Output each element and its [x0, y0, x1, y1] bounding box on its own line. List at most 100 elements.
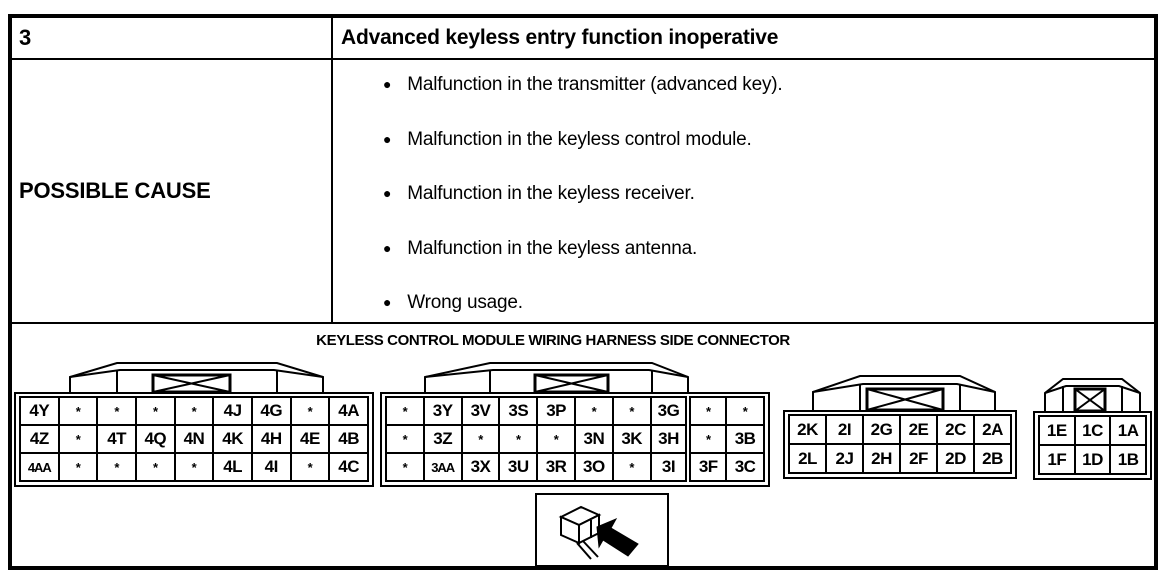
pin-cell-3H: 3H [649, 424, 690, 454]
pin-cell-unused: * [385, 424, 425, 454]
pin-cell-3Z: 3Z [422, 424, 463, 454]
pin-cell-1D: 1D [1073, 444, 1112, 475]
connector-keying-slot-icon [1044, 378, 1141, 411]
pin-cell-2L: 2L [788, 443, 827, 474]
pin-cell-1E: 1E [1038, 415, 1076, 446]
pin-cell-1F: 1F [1038, 444, 1076, 475]
connector-with-arrow-icon [558, 505, 639, 560]
pin-cell-4H: 4H [250, 424, 292, 454]
cause-item: Wrong usage. [383, 292, 782, 314]
symptom-title-cell: Advanced keyless entry function inoperat… [333, 18, 1154, 58]
pin-cell-4Q: 4Q [134, 424, 176, 454]
pin-cell-4I: 4I [250, 452, 292, 482]
pin-cell-unused: * [385, 452, 425, 482]
pin-cell-unused: * [611, 452, 652, 482]
pin-cell-4A: 4A [328, 396, 369, 426]
possible-cause-row: POSSIBLE CAUSE Malfunction in the transm… [12, 60, 1154, 324]
connector-keying-slot-icon [424, 362, 689, 392]
pin-cell-unused: * [685, 396, 728, 426]
connector-diagram-section: KEYLESS CONTROL MODULE WIRING HARNESS SI… [12, 324, 1154, 567]
pin-cell-4AA: 4AA [19, 452, 60, 482]
pin-cell-3N: 3N [573, 424, 614, 454]
cause-list-cell: Malfunction in the transmitter (advanced… [333, 60, 1154, 322]
pin-cell-3F: 3F [685, 452, 728, 482]
pin-cell-4Y: 4Y [19, 396, 60, 426]
pin-cell-4B: 4B [328, 424, 369, 454]
pin-cell-unused: * [96, 396, 137, 426]
pin-cell-unused: * [173, 452, 215, 482]
pin-cell-4G: 4G [250, 396, 292, 426]
pin-cell-2D: 2D [936, 443, 975, 474]
item-number: 3 [19, 25, 32, 50]
pin-cell-unused: * [611, 396, 652, 426]
pin-cell-4Z: 4Z [19, 424, 60, 454]
pin-cell-3C: 3C [725, 452, 765, 482]
pin-cell-unused: * [385, 396, 425, 426]
pin-cell-unused: * [134, 396, 176, 426]
pin-cell-3S: 3S [498, 396, 539, 426]
pin-cell-4C: 4C [328, 452, 369, 482]
cause-list: Malfunction in the transmitter (advanced… [333, 60, 782, 322]
pin-cell-4J: 4J [212, 396, 253, 426]
pin-cell-unused: * [134, 452, 176, 482]
pin-cell-2E: 2E [899, 414, 938, 445]
cause-item: Malfunction in the keyless control modul… [383, 129, 782, 151]
pin-cell-2J: 2J [825, 443, 864, 474]
pin-cell-2F: 2F [899, 443, 938, 474]
pin-cell-unused: * [460, 424, 501, 454]
pin-cell-2C: 2C [936, 414, 975, 445]
pin-cell-2I: 2I [825, 414, 864, 445]
pin-cell-2K: 2K [788, 414, 827, 445]
pin-cell-unused: * [289, 396, 331, 426]
pin-cell-unused: * [536, 424, 576, 454]
cause-item: Malfunction in the keyless receiver. [383, 183, 782, 205]
pin-cell-4K: 4K [212, 424, 253, 454]
pin-cell-4E: 4E [289, 424, 331, 454]
diagram-title: KEYLESS CONTROL MODULE WIRING HARNESS SI… [316, 332, 790, 349]
pin-cell-unused: * [725, 396, 765, 426]
pin-cell-3P: 3P [536, 396, 576, 426]
cause-item: Malfunction in the keyless antenna. [383, 238, 782, 260]
pin-cell-unused: * [498, 424, 539, 454]
pin-cell-3R: 3R [536, 452, 576, 482]
possible-cause-label: POSSIBLE CAUSE [19, 178, 211, 203]
pin-cell-4L: 4L [212, 452, 253, 482]
cause-item: Malfunction in the transmitter (advanced… [383, 74, 782, 96]
pin-cell-unused: * [57, 396, 99, 426]
pin-cell-unused: * [573, 396, 614, 426]
troubleshooting-table: 3 Advanced keyless entry function inoper… [8, 14, 1158, 570]
symptom-title: Advanced keyless entry function inoperat… [341, 26, 779, 49]
pin-cell-3V: 3V [460, 396, 501, 426]
pin-cell-3X: 3X [460, 452, 501, 482]
pin-cell-1A: 1A [1109, 415, 1147, 446]
connector-keying-slot-icon [812, 375, 996, 410]
connector-location-icon-box [535, 493, 669, 567]
pin-cell-3O: 3O [573, 452, 614, 482]
pin-cell-unused: * [289, 452, 331, 482]
connector-keying-slot-icon [69, 362, 324, 392]
pin-cell-2A: 2A [973, 414, 1012, 445]
pin-cell-2B: 2B [973, 443, 1012, 474]
pin-cell-3U: 3U [498, 452, 539, 482]
pin-cell-4N: 4N [173, 424, 215, 454]
possible-cause-cell: POSSIBLE CAUSE [12, 60, 333, 322]
pin-cell-unused: * [57, 424, 99, 454]
pin-cell-4T: 4T [96, 424, 137, 454]
pin-cell-2G: 2G [862, 414, 901, 445]
pin-cell-unused: * [173, 396, 215, 426]
pin-cell-1B: 1B [1109, 444, 1147, 475]
pin-cell-3I: 3I [649, 452, 690, 482]
pin-cell-3K: 3K [611, 424, 652, 454]
pin-cell-3B: 3B [725, 424, 765, 454]
pin-cell-3Y: 3Y [422, 396, 463, 426]
item-number-cell: 3 [12, 18, 333, 58]
pin-cell-unused: * [685, 424, 728, 454]
